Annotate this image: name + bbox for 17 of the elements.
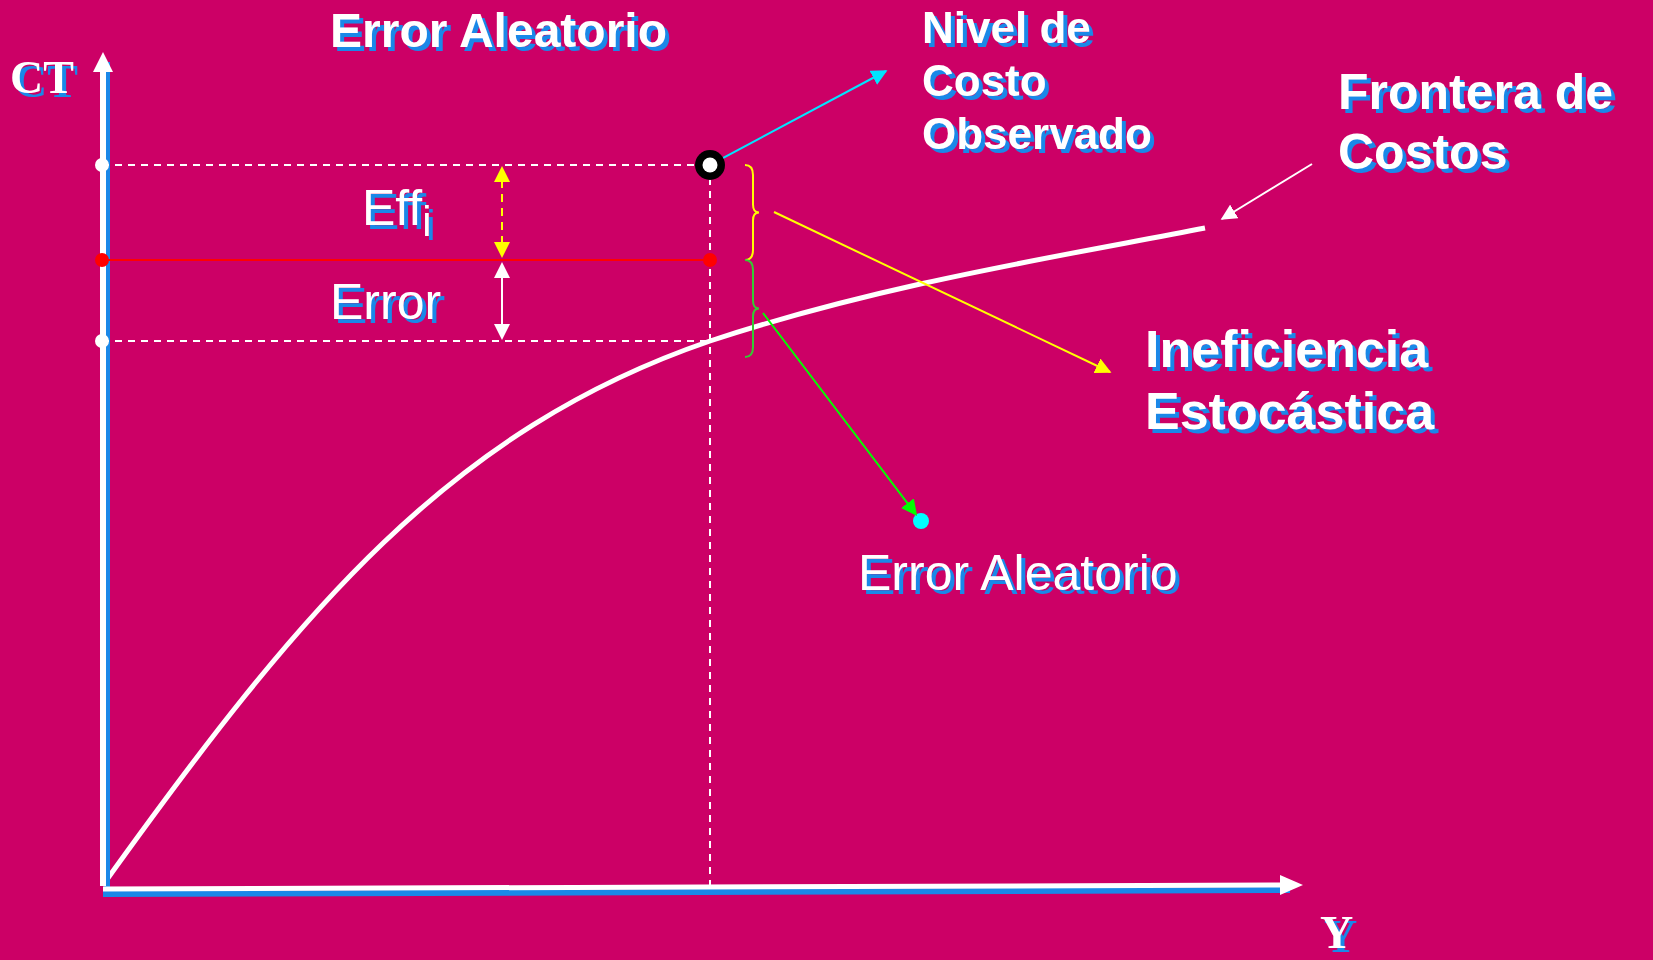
annotation-text: Nivel de Costo Observado [922, 2, 1182, 161]
point-label: Error Aleatorio [858, 544, 1178, 603]
dimension-label: Error [330, 273, 442, 332]
curly-brace [744, 259, 760, 358]
annotation-text: Frontera de Costos [1338, 62, 1648, 182]
observed-cost-point [695, 150, 725, 180]
arrow [762, 312, 918, 516]
arrow [1220, 163, 1313, 220]
point-marker [913, 513, 929, 529]
dimension-label: Eff$_{i}$ [362, 179, 432, 247]
annotation-text: Ineficiencia Estocástica [1145, 318, 1465, 443]
arrow [773, 211, 1112, 374]
curly-brace [744, 164, 760, 261]
arrow [722, 70, 888, 159]
axis-label: CT [10, 51, 74, 105]
title: Error Aleatorio [330, 3, 667, 59]
axis-label: Y [1320, 906, 1354, 960]
